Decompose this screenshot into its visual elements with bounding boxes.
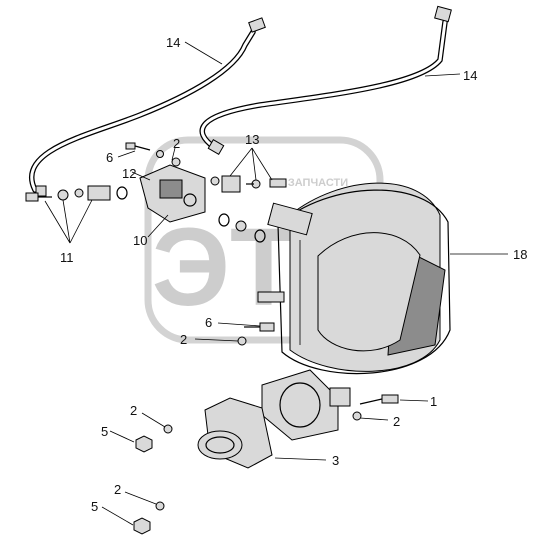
callout-2-right: 2: [393, 414, 400, 429]
callout-18: 18: [513, 247, 527, 262]
housing-18: [257, 182, 451, 375]
fitting-parts: [25, 142, 287, 243]
hose-right: [199, 5, 452, 156]
callout-12: 12: [122, 166, 136, 181]
callout-3: 3: [332, 453, 339, 468]
leader-lines: [44, 41, 508, 526]
watermark-text: ЗАПЧАСТИ: [288, 177, 348, 189]
callout-14-left: 14: [166, 35, 180, 50]
callout-14-right: 14: [463, 68, 477, 83]
callout-10: 10: [133, 233, 147, 248]
callout-13: 13: [245, 132, 259, 147]
callout-5-lower: 5: [91, 499, 98, 514]
hose-left: [29, 17, 266, 197]
callout-6-middle: 6: [205, 315, 212, 330]
callout-2-middle: 2: [180, 332, 187, 347]
callout-2-lower-left: 2: [130, 403, 137, 418]
callout-11: 11: [60, 250, 74, 265]
callout-6-top: 6: [106, 150, 113, 165]
callout-1: 1: [430, 394, 437, 409]
callout-labels: 14 14 6 2 13 12 10 11 18 6 2 1 2 2 5 3 2…: [60, 35, 527, 514]
callout-5-upper: 5: [101, 424, 108, 439]
flange-assembly: [133, 322, 399, 535]
callout-2-bottom: 2: [114, 482, 121, 497]
callout-2-top: 2: [173, 136, 180, 151]
